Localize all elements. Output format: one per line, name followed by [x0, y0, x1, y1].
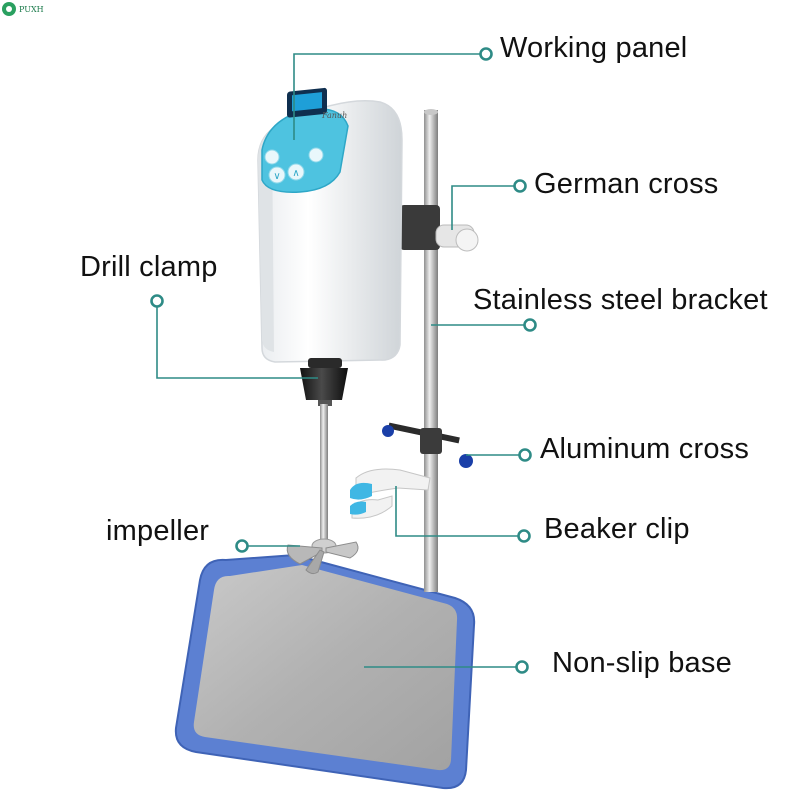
svg-text:∧: ∧ — [292, 168, 299, 179]
non-slip-base — [174, 553, 476, 790]
working-panel-dot-icon — [479, 47, 493, 61]
callout-dots — [150, 47, 537, 674]
drill-clamp-dot-icon — [150, 294, 164, 308]
bracket-dot-icon — [523, 318, 537, 332]
impeller — [286, 404, 359, 575]
label-working-panel: Working panel — [500, 32, 688, 64]
working-panel: ∨ ∧ Fanuh — [261, 87, 349, 193]
beaker-clip-line — [395, 486, 524, 537]
working-panel-line — [293, 53, 486, 140]
label-aluminum-cross: Aluminum cross — [540, 433, 750, 465]
drill-chuck — [300, 358, 348, 406]
drill-clamp-line — [156, 301, 318, 379]
aluminum-cross — [382, 422, 473, 468]
label-german-cross: German cross — [534, 168, 719, 200]
panel-button-1 — [264, 149, 280, 165]
knob-left-icon — [382, 425, 394, 437]
beaker-clip-dot-icon — [517, 529, 531, 543]
svg-text:∨: ∨ — [273, 171, 280, 182]
german-cross-dot-icon — [513, 179, 527, 193]
german-cross-clamp — [400, 205, 479, 252]
stainless-steel-rod — [424, 110, 438, 592]
aluminum-cross-dot-icon — [518, 448, 532, 462]
label-drill-clamp: Drill clamp — [80, 251, 218, 283]
label-beaker-clip: Beaker clip — [544, 513, 690, 545]
up-button-icon — [287, 163, 305, 181]
label-non-slip-base: Non-slip base — [552, 647, 732, 679]
impeller-dot-icon — [235, 539, 249, 553]
beaker-clip — [350, 468, 431, 519]
panel-button-2 — [308, 147, 324, 163]
down-button-icon — [268, 166, 286, 184]
non-slip-base-dot-icon — [515, 660, 529, 674]
brand-logo-icon — [2, 2, 16, 16]
label-stainless-steel-bracket: Stainless steel bracket — [473, 284, 768, 316]
brand-watermark: PUXH — [2, 2, 44, 16]
device-logo: Fanuh — [321, 111, 347, 120]
callout-lines — [156, 53, 530, 668]
knob-right-icon — [459, 454, 473, 468]
label-impeller: impeller — [106, 515, 210, 547]
german-cross-line — [451, 185, 520, 230]
brand-name: PUXH — [19, 4, 44, 14]
